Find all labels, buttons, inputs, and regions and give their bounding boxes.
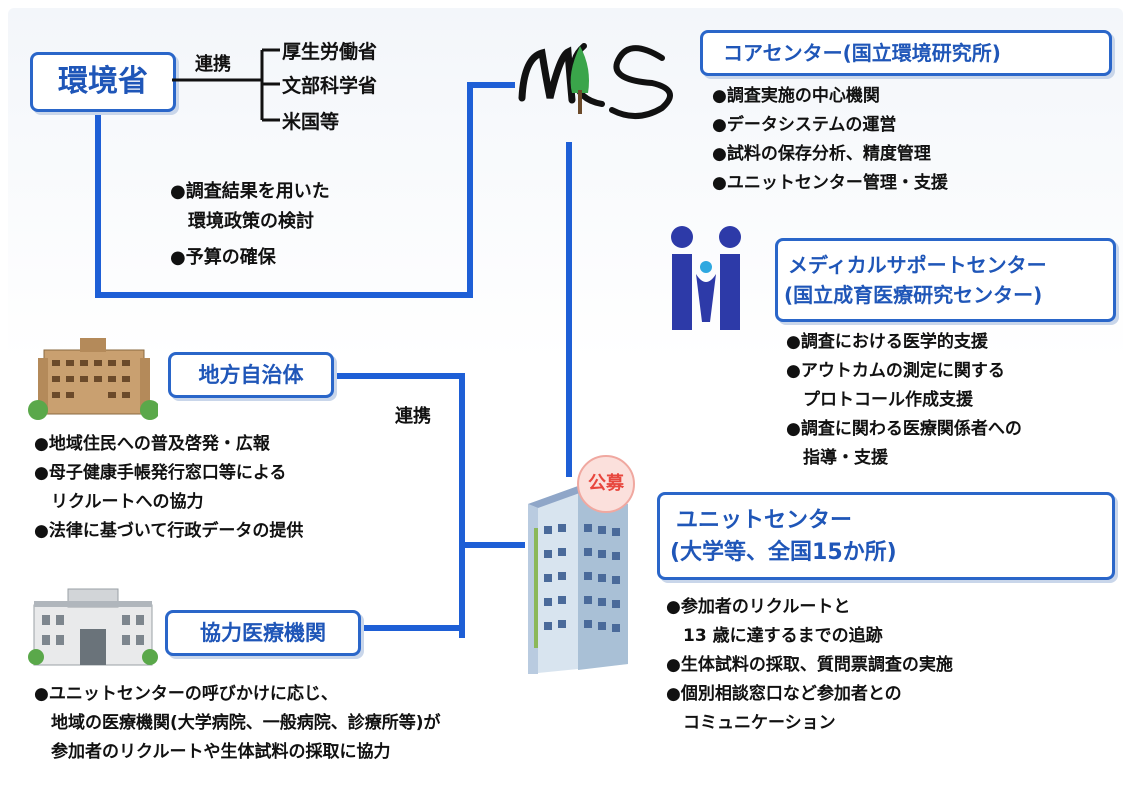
local-gov-label: 地方自治体 — [198, 363, 304, 387]
env-partner-1: 厚生労働省 — [282, 41, 378, 63]
medical-support-title-2: (国立成育医療研究センター) — [784, 283, 1043, 307]
connector-mid-vertical — [467, 82, 473, 298]
env-bullet-3: ●予算の確保 — [170, 247, 276, 268]
medical-bullet-4: ●調査に関わる医療関係者への — [786, 419, 1022, 439]
unit-bullet-5: コミュニケーション — [666, 713, 836, 733]
env-bullet-2: 環境政策の検討 — [170, 211, 314, 232]
local-bullets: ●地域住民への普及啓発・広報 ●母子健康手帳発行窓口等による リクルートへの協力… — [34, 430, 303, 546]
env-partner-3: 米国等 — [282, 111, 340, 133]
local-bullet-3: リクルートへの協力 — [34, 492, 204, 512]
unit-building-icon — [528, 486, 628, 674]
hospital-bullets: ●ユニットセンターの呼びかけに応じ、 地域の医療機関(大学病院、一般病院、診療所… — [34, 680, 441, 767]
unit-bullet-4: ●個別相談窓口など参加者との — [666, 684, 902, 704]
connector-env-vertical — [95, 110, 101, 298]
core-center-title: コアセンター(国立環境研究所) — [723, 41, 1001, 65]
env-renkei-label: 連携 — [195, 54, 231, 75]
unit-center-title-1: ユニットセンター — [676, 508, 853, 533]
core-bullets: ●調査実施の中心機関 ●データシステムの運営 ●試料の保存分析、精度管理 ●ユニ… — [712, 82, 948, 198]
connector-local-vertical — [459, 373, 465, 638]
medical-bullets: ●調査における医学的支援 ●アウトカムの測定に関する プロトコール作成支援 ●調… — [786, 328, 1022, 473]
env-ministry-label: 環境省 — [58, 64, 148, 99]
unit-bullet-1: ●参加者のリクルートと — [666, 597, 851, 617]
core-bullet-2: ●データシステムの運営 — [712, 115, 897, 135]
medical-support-box: メディカルサポートセンター (国立成育医療研究センター) — [775, 238, 1116, 322]
unit-bullet-2: 13 歳に達するまでの追跡 — [666, 626, 883, 646]
medical-bullet-5: 指導・支援 — [786, 448, 888, 468]
medical-bullet-3: プロトコール作成支援 — [786, 390, 973, 410]
ncchd-logo — [671, 226, 741, 330]
local-gov-box: 地方自治体 — [168, 352, 334, 398]
core-center-box: コアセンター(国立環境研究所) — [700, 30, 1112, 76]
medical-support-title-1: メディカルサポートセンター — [788, 253, 1047, 277]
hospital-icon — [28, 588, 158, 666]
medical-bullet-2: ●アウトカムの測定に関する — [786, 361, 1005, 381]
cooperating-hospital-box: 協力医療機関 — [165, 610, 361, 656]
city-hall-icon — [28, 338, 158, 420]
unit-center-box: ユニットセンター (大学等、全国15か所) — [657, 492, 1115, 580]
hospital-bullet-2: 地域の医療機関(大学病院、一般病院、診療所等)が — [34, 713, 441, 733]
cooperating-hospital-label: 協力医療機関 — [200, 621, 326, 645]
connector-env-horizontal — [95, 292, 473, 298]
public-recruitment-badge: 公募 — [577, 455, 635, 513]
env-partner-2: 文部科学省 — [282, 75, 378, 97]
env-partner-bracket — [172, 48, 280, 122]
core-bullet-3: ●試料の保存分析、精度管理 — [712, 144, 931, 164]
connector-core-down — [566, 142, 572, 477]
local-bullet-4: ●法律に基づいて行政データの提供 — [34, 521, 304, 541]
public-recruitment-label: 公募 — [588, 473, 624, 494]
local-renkei-label: 連携 — [395, 406, 431, 427]
hospital-bullet-3: 参加者のリクルートや生体試料の採取に協力 — [34, 742, 391, 762]
core-bullet-1: ●調査実施の中心機関 — [712, 86, 880, 106]
local-bullet-2: ●母子健康手帳発行窓口等による — [34, 463, 287, 483]
env-ministry-box: 環境省 — [30, 52, 176, 112]
local-bullet-1: ●地域住民への普及啓発・広報 — [34, 434, 270, 454]
connector-to-building — [459, 542, 525, 548]
unit-center-title-2: (大学等、全国15か所) — [670, 540, 897, 565]
hospital-bullet-1: ●ユニットセンターの呼びかけに応じ、 — [34, 684, 338, 704]
connector-hospital-horizontal — [360, 625, 465, 631]
env-bullet-1: ●調査結果を用いた — [170, 181, 330, 202]
connector-local-horizontal — [330, 373, 465, 379]
env-bullets: ●調査結果を用いた 環境政策の検討 ●予算の確保 — [170, 177, 330, 273]
unit-bullets: ●参加者のリクルートと 13 歳に達するまでの追跡 ●生体試料の採取、質問票調査… — [666, 593, 953, 738]
medical-bullet-1: ●調査における医学的支援 — [786, 332, 988, 352]
jecs-logo — [518, 43, 673, 119]
unit-bullet-3: ●生体試料の採取、質問票調査の実施 — [666, 655, 953, 675]
connector-mid-to-core — [467, 82, 515, 88]
core-bullet-4: ●ユニットセンター管理・支援 — [712, 173, 948, 193]
